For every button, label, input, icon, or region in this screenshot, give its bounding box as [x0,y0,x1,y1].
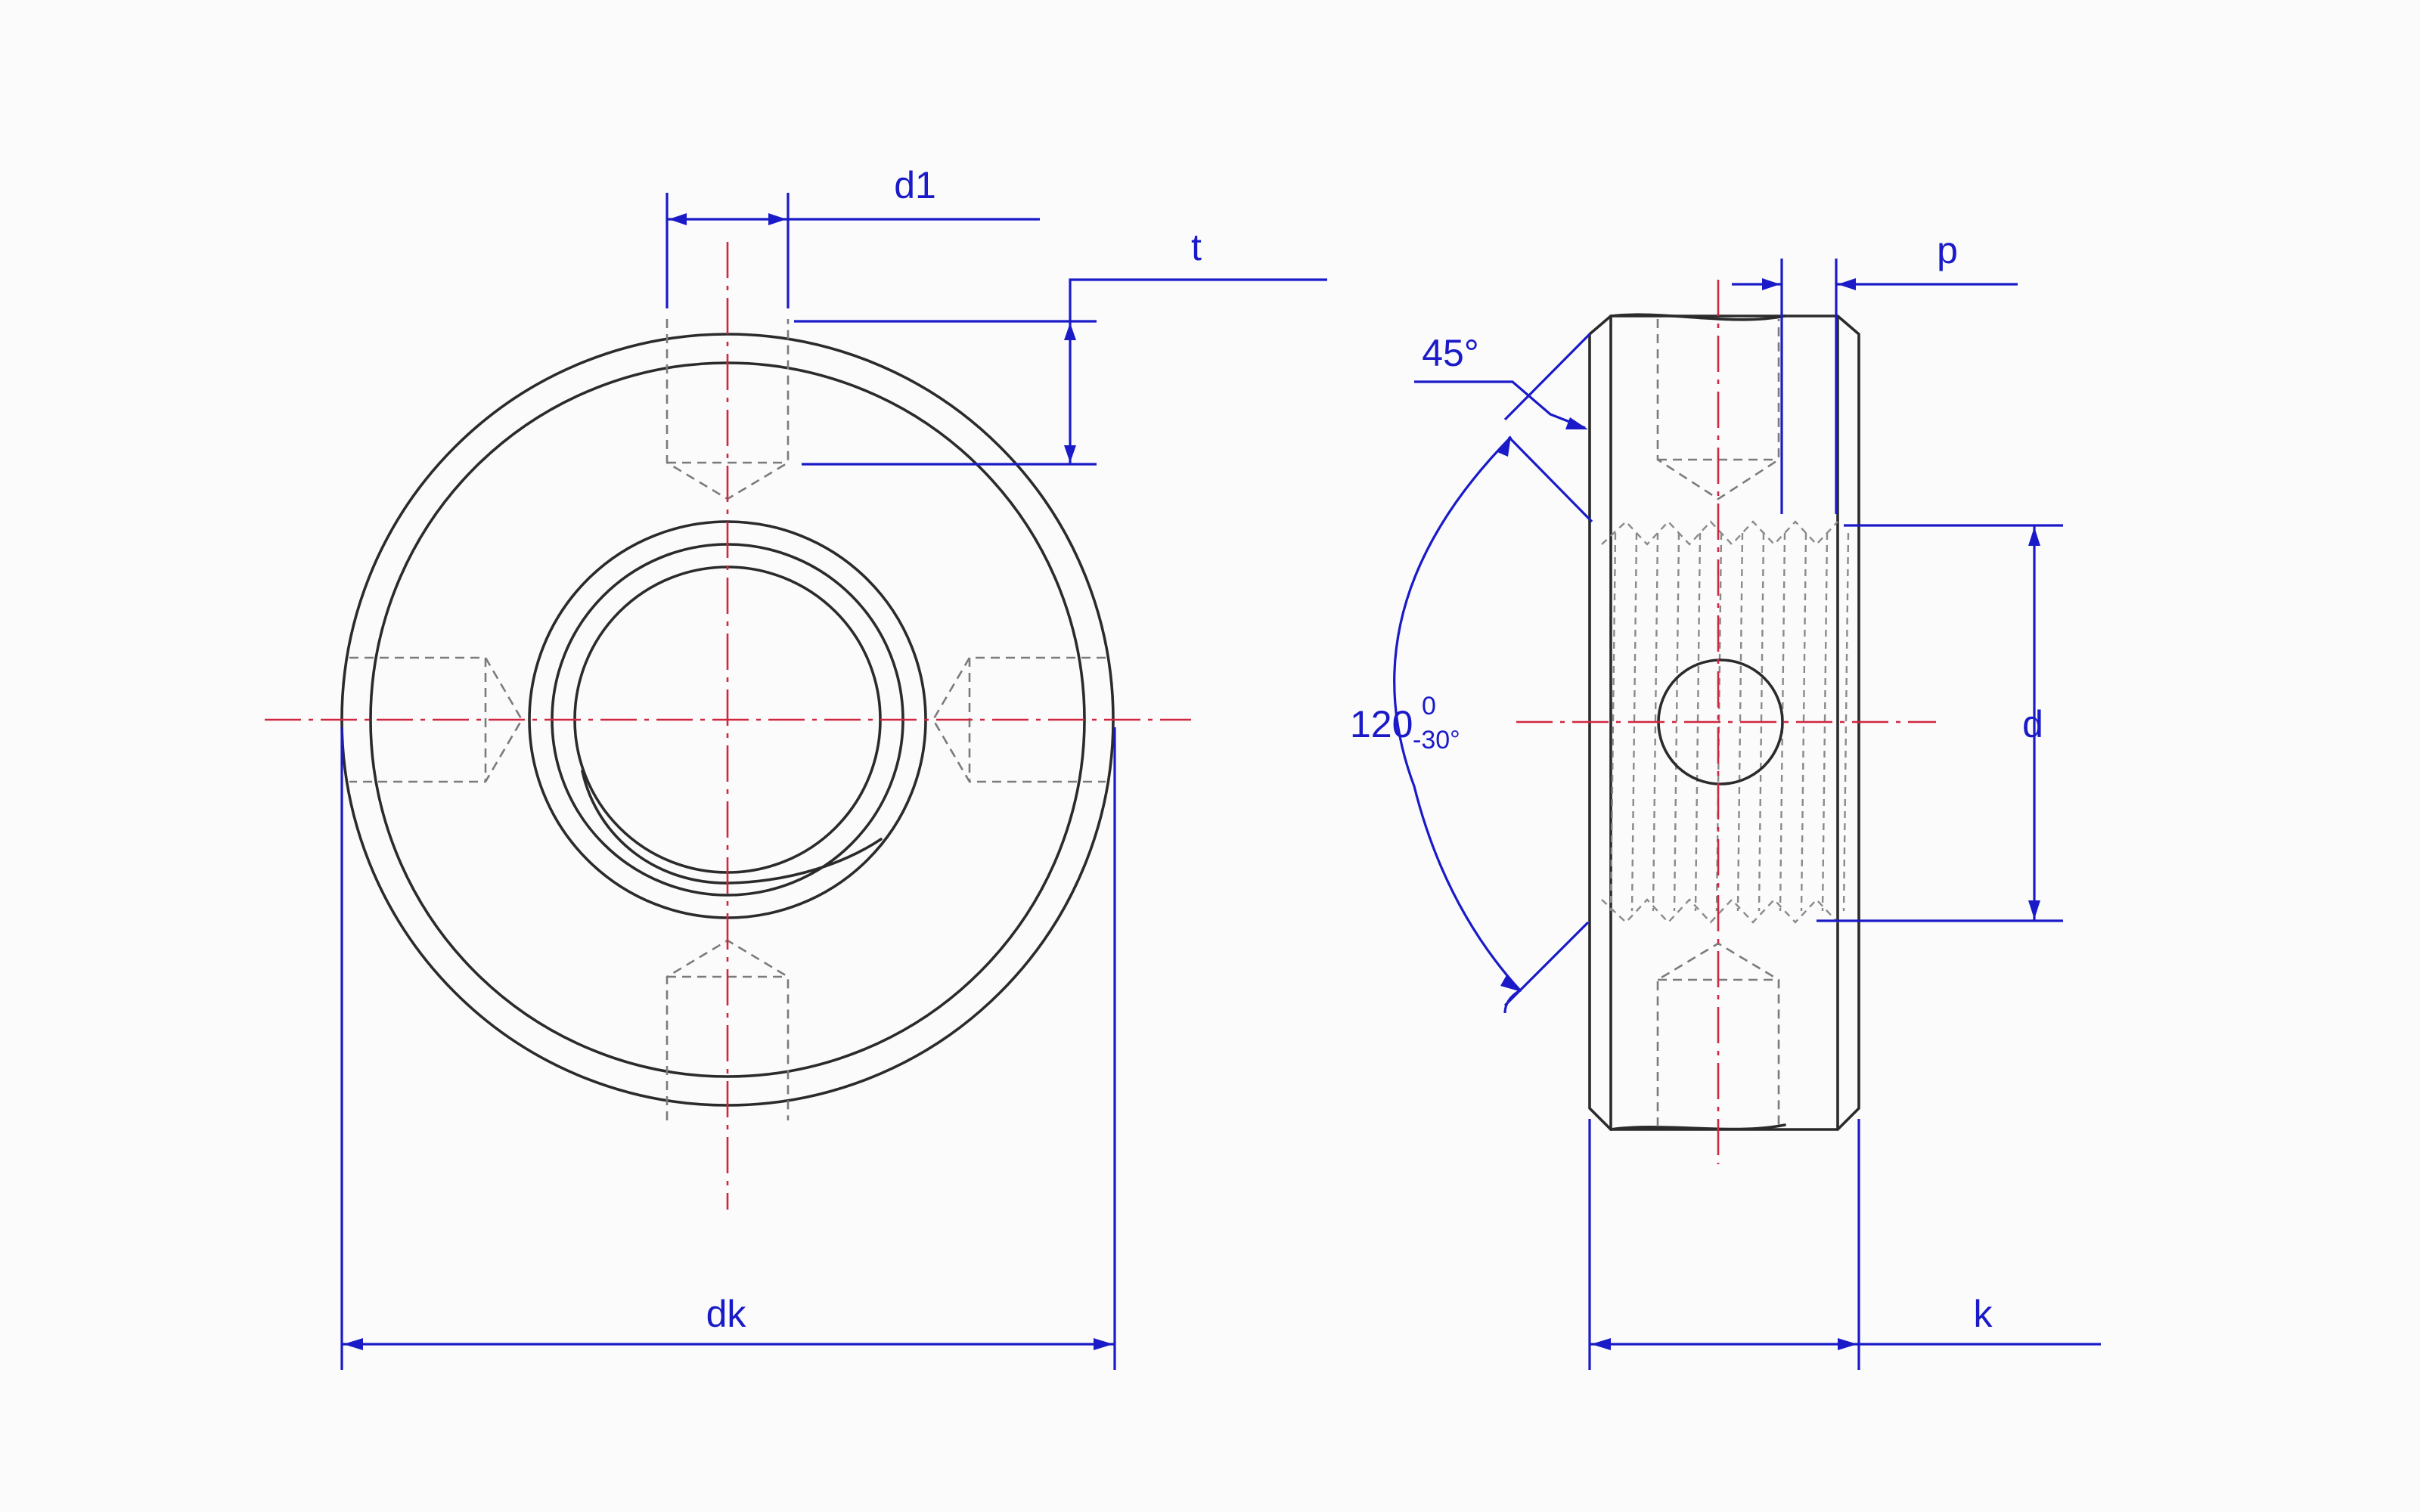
angle45-extension [1503,333,1591,421]
t-leader-line [1069,278,1327,321]
hole-left-hidden [349,656,523,783]
dk-arrowhead-right [1094,1338,1113,1350]
angle120-tolerance-lower: -30° [1413,726,1460,754]
d1-arrowhead-right [768,213,786,225]
angle45-arrowhead [1565,417,1588,429]
d-label: d [2022,703,2043,745]
dk-arrowhead-left [343,1338,363,1350]
side-thread-line-3 [1652,532,1659,912]
thread-spiral [581,770,883,885]
angle120-tolerance-upper: 0 [1422,692,1436,720]
side-view [1516,280,1936,1164]
t-arrowhead-bottom [1064,445,1076,463]
p-label: p [1937,229,1958,271]
p-arrowhead-left [1762,278,1780,290]
side-thread-line-9 [1779,532,1786,912]
k-arrowhead-left [1591,1338,1611,1350]
side-bottom-wave [1609,1123,1786,1131]
side-top-wave [1609,313,1786,321]
p-arrowhead-right [1838,278,1856,290]
front-view [265,242,1191,1210]
hole-right-hidden [932,656,1106,783]
dk-label: dk [706,1293,747,1335]
side-dimensions: p 45° 120 0 -30° d k [1350,229,2101,1370]
side-thread-line-5 [1694,532,1702,912]
angle120-label: 120 [1350,703,1413,745]
d-arrowhead-top [2028,527,2040,546]
d1-arrowhead-left [669,213,687,225]
side-hole-top-hidden [1656,319,1780,500]
side-thread-line-1 [1609,532,1617,912]
angle45-leader [1414,380,1586,429]
angle120-arc-tail [1503,989,1521,1014]
d-arrowhead-bottom [2028,900,2040,919]
side-thread-line-12 [1842,532,1850,912]
side-thread-crest-top [1601,520,1838,546]
side-thread-crest-bottom [1601,898,1838,924]
d1-label: d1 [894,164,936,206]
angle120-arrowhead-bottom [1500,975,1522,992]
side-thread-line-4 [1673,532,1680,912]
side-thread-line-11 [1821,532,1829,912]
side-thread-line-8 [1758,532,1765,912]
k-arrowhead-right [1838,1338,1857,1350]
angle45-label: 45° [1422,332,1479,374]
t-label: t [1191,226,1202,268]
side-thread-line-10 [1800,532,1807,912]
angle120-arc [1393,435,1522,992]
k-label: k [1974,1293,1993,1335]
angle120-arrowhead-top [1497,435,1511,457]
t-arrowhead-top [1064,323,1076,340]
side-thread-line-2 [1630,532,1638,912]
front-dimensions: d1 t dk [340,164,1327,1370]
side-thread-line-7 [1736,532,1744,912]
angle120-extension-top [1507,435,1593,523]
